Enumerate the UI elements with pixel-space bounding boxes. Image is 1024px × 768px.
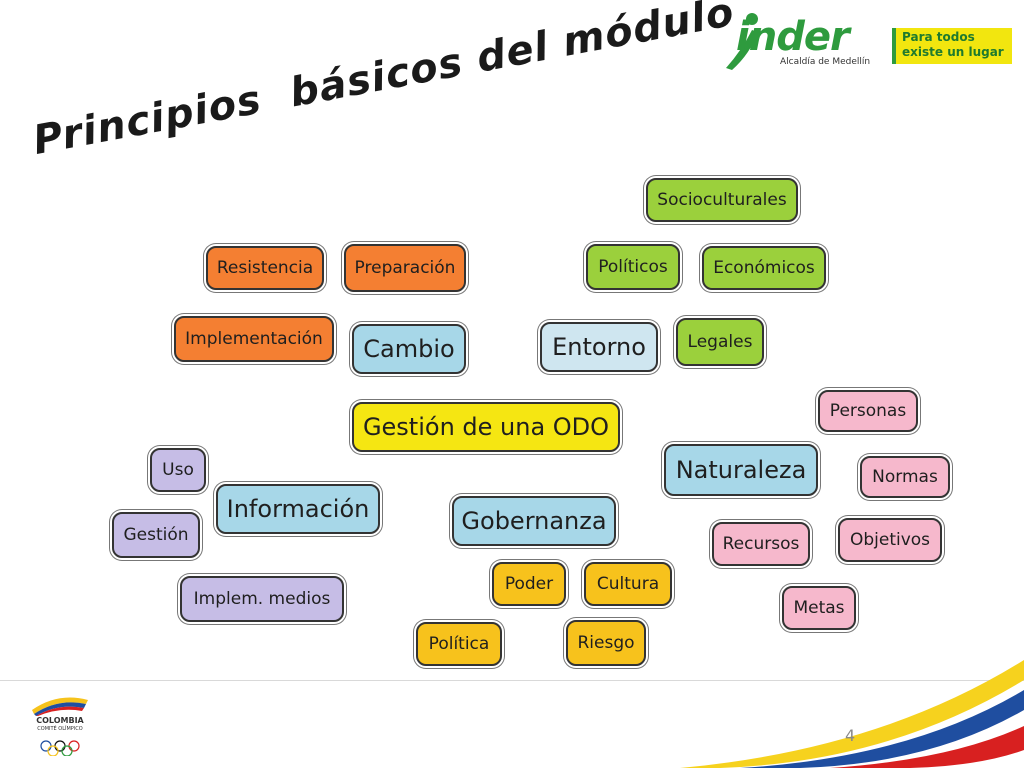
colombia-olympic-logo: COLOMBIA COMITÉ OLÍMPICO — [28, 690, 92, 758]
inder-logo-subtitle: Alcaldía de Medellín — [780, 57, 871, 67]
node-gestion: Gestión — [112, 512, 200, 558]
slogan-line-1: Para todos — [902, 30, 975, 44]
slogan-badge: Para todos existe un lugar — [892, 28, 1012, 64]
node-entorno: Entorno — [540, 322, 658, 372]
node-objetivos: Objetivos — [838, 518, 942, 562]
node-naturaleza: Naturaleza — [664, 444, 818, 496]
flag-ribbon-icon — [32, 697, 88, 716]
inder-logo: inder Alcaldía de Medellín — [722, 10, 882, 72]
node-socioculturales: Socioculturales — [646, 178, 798, 222]
node-informacion: Información — [216, 484, 380, 534]
node-uso: Uso — [150, 448, 206, 492]
node-politicos: Políticos — [586, 244, 680, 290]
slogan-line-2: existe un lugar — [902, 45, 1004, 59]
inder-logo-text: inder — [736, 14, 850, 60]
node-gestion-odo: Gestión de una ODO — [352, 402, 620, 452]
node-riesgo: Riesgo — [566, 620, 646, 666]
node-preparacion: Preparación — [344, 244, 466, 292]
node-poder: Poder — [492, 562, 566, 606]
node-legales: Legales — [676, 318, 764, 366]
node-normas: Normas — [860, 456, 950, 498]
olympic-committee-label: COMITÉ OLÍMPICO — [37, 726, 83, 732]
footer-stripes-decoration — [680, 660, 1024, 768]
node-resistencia: Resistencia — [206, 246, 324, 290]
runner-icon — [726, 13, 758, 70]
node-recursos: Recursos — [712, 522, 810, 566]
node-gobernanza: Gobernanza — [452, 496, 616, 546]
node-politica: Política — [416, 622, 502, 666]
node-metas: Metas — [782, 586, 856, 630]
node-economicos: Económicos — [702, 246, 826, 290]
node-implementacion: Implementación — [174, 316, 334, 362]
page-number: 4 — [845, 726, 856, 745]
node-cultura: Cultura — [584, 562, 672, 606]
node-implem-medios: Implem. medios — [180, 576, 344, 622]
colombia-label: COLOMBIA — [36, 716, 84, 725]
slide-title: Principios básicos del módulo — [29, 0, 738, 164]
olympic-rings-icon — [40, 740, 80, 756]
footer-divider — [0, 680, 1024, 681]
node-personas: Personas — [818, 390, 918, 432]
node-cambio: Cambio — [352, 324, 466, 374]
